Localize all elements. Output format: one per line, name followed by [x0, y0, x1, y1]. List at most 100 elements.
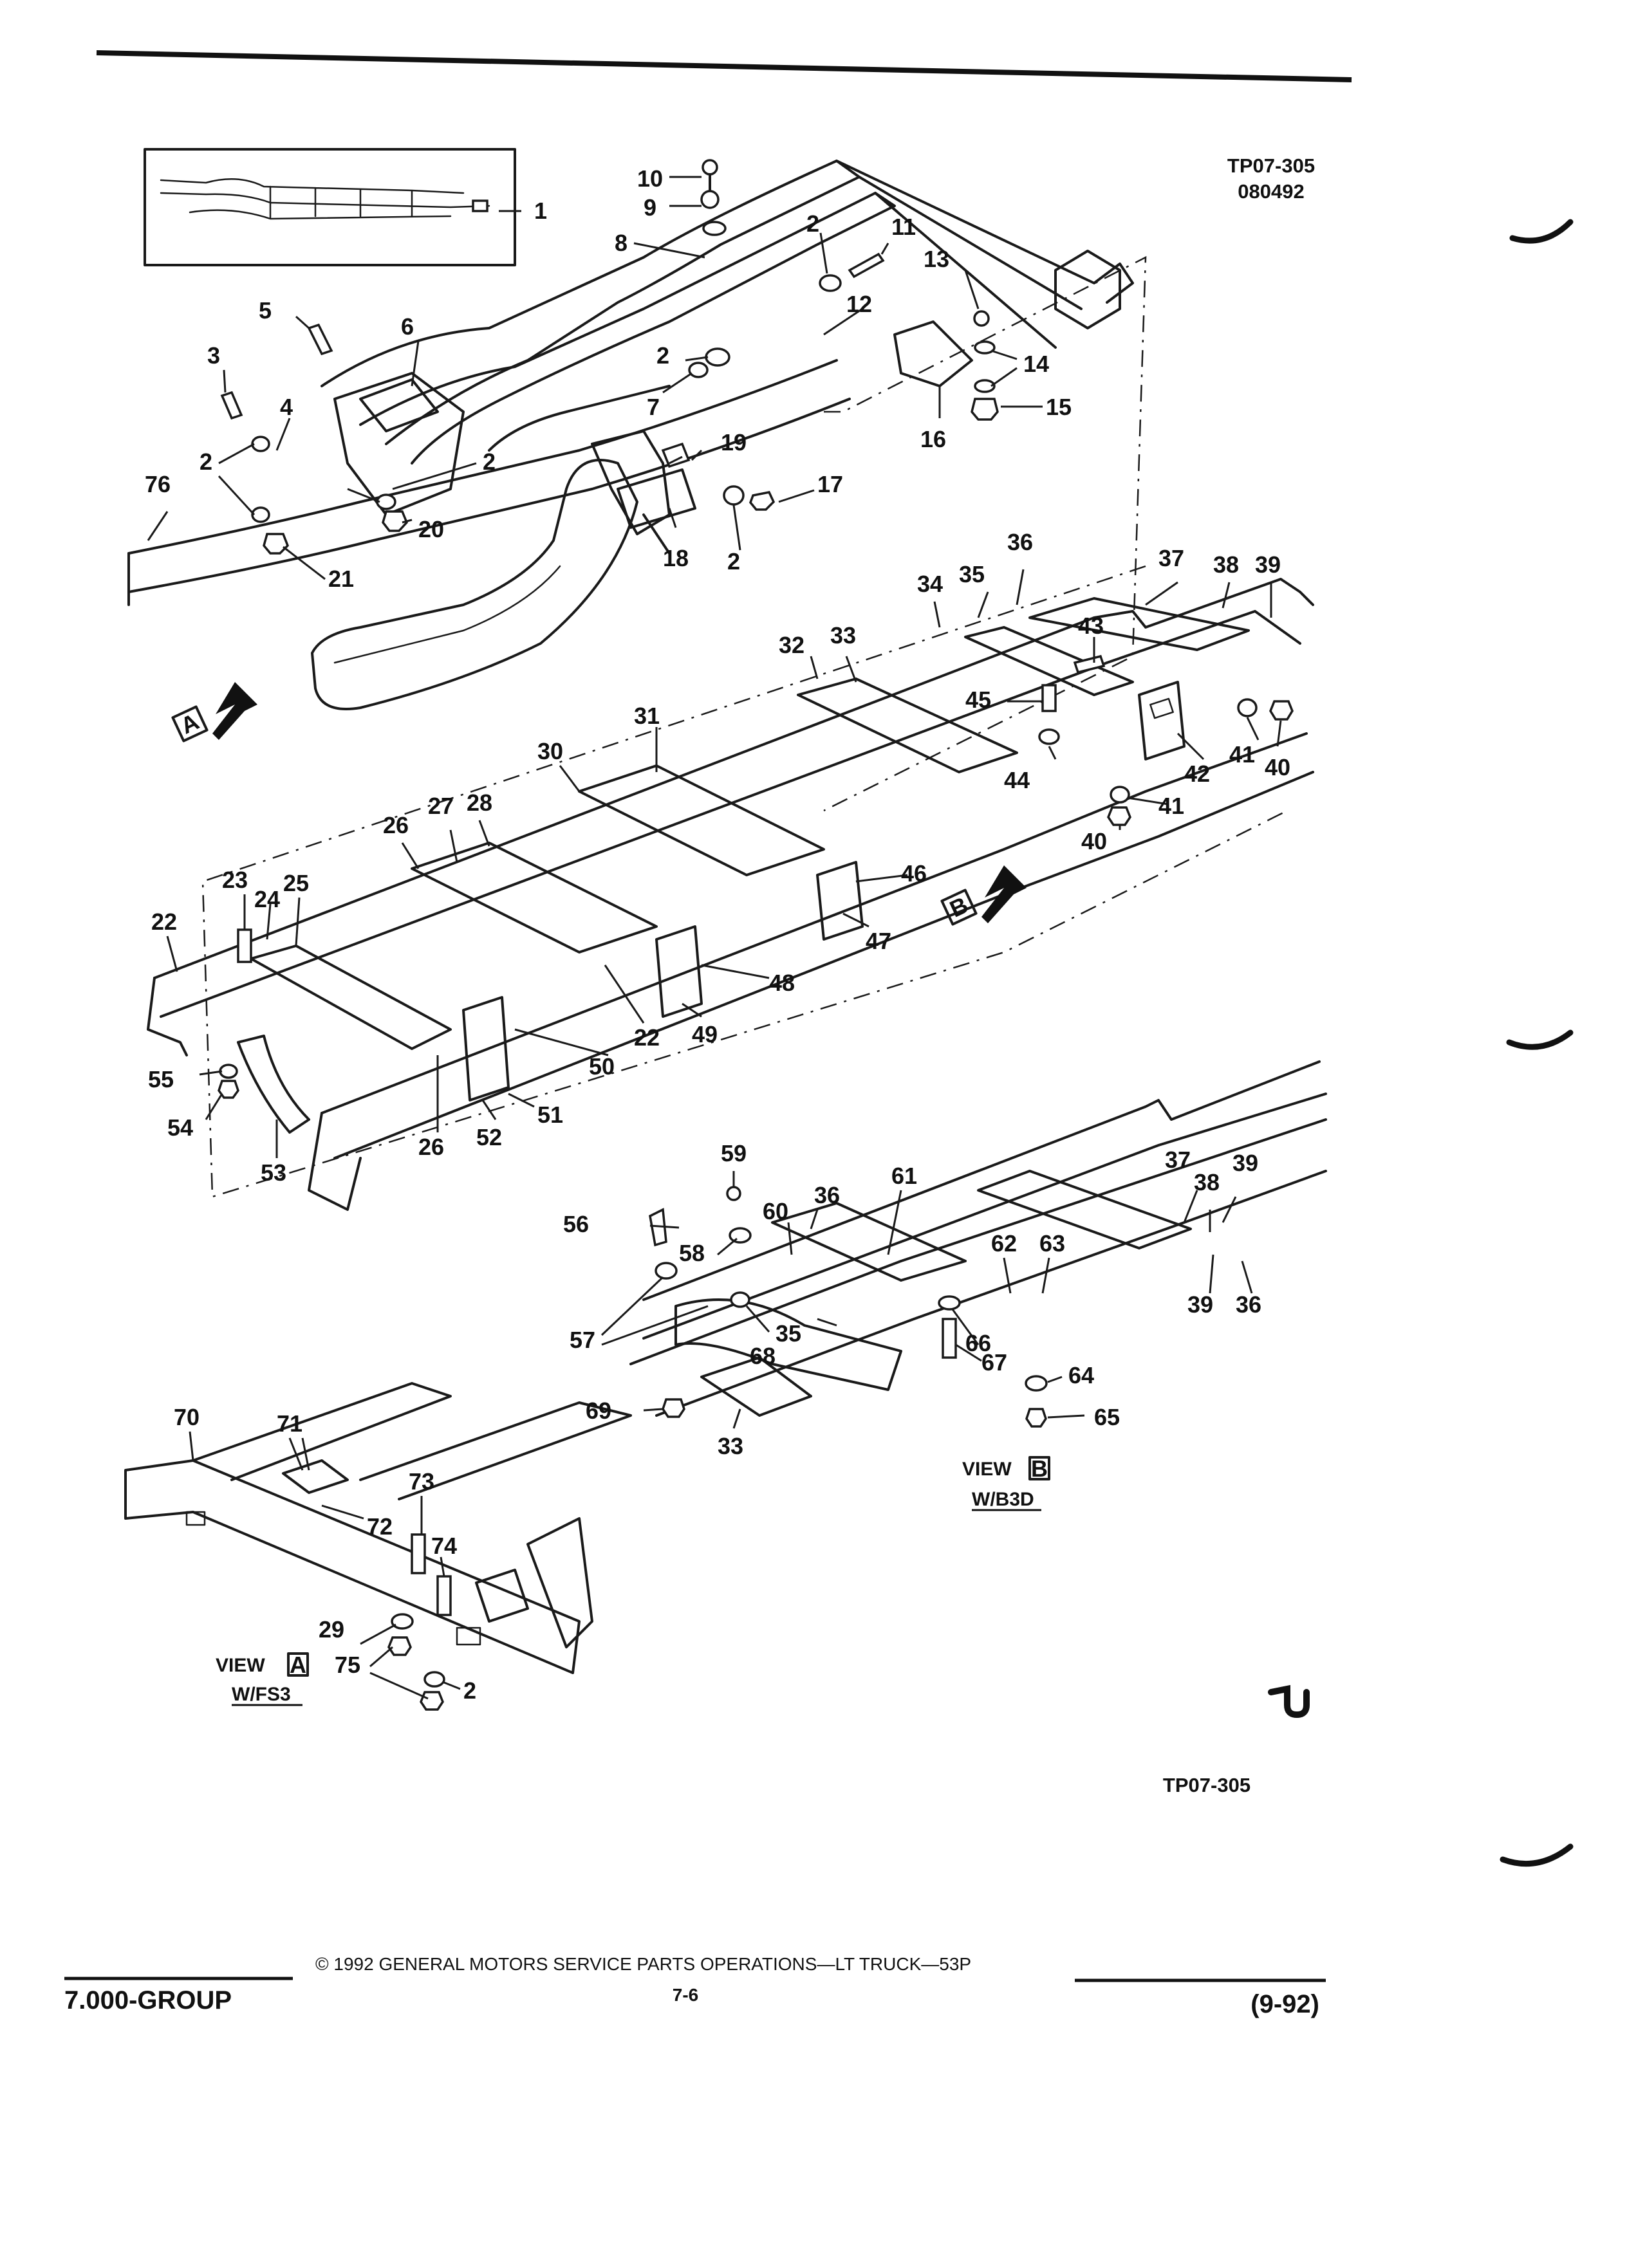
view-b-crossmember-61: [771, 1202, 967, 1282]
callout-27: 27: [428, 793, 454, 819]
nut-17: [749, 491, 776, 511]
binding-mark-middle: [1506, 1029, 1574, 1050]
nut-69: [662, 1398, 685, 1418]
callout-7: 7: [647, 394, 660, 420]
bushing-19: [661, 442, 691, 468]
crossmember-33: [797, 678, 1018, 773]
callout-11: 11: [891, 214, 916, 240]
washer-41a: [1237, 698, 1258, 717]
view-b-crossmember-37: [977, 1170, 1192, 1249]
bolt-43: [1073, 654, 1106, 674]
view-b-rail-bottom: [642, 1093, 1327, 1340]
callout-50: 50: [589, 1053, 615, 1080]
bolt-5: [307, 323, 333, 356]
view-a-square-hole: [456, 1627, 481, 1646]
callout-69: 69: [586, 1397, 611, 1424]
bumper-inner-line: [333, 565, 561, 664]
callout-22-mid: 22: [634, 1024, 660, 1051]
callout-1: 1: [534, 198, 547, 224]
callout-55: 55: [148, 1066, 174, 1093]
view-a-leaders: [189, 1431, 461, 1700]
callout-45: 45: [965, 687, 991, 713]
callout-76: 76: [145, 471, 171, 497]
callout-61: 61: [891, 1163, 917, 1189]
cushion-2b: [705, 347, 730, 367]
view-b-detail: [600, 1060, 1327, 1480]
callout-9: 9: [644, 194, 656, 221]
spring-bracket-18: [617, 468, 696, 555]
bolt-3: [220, 391, 243, 420]
bracket-51: [462, 996, 510, 1102]
top-rule: [96, 50, 1352, 82]
callout-43: 43: [1078, 613, 1104, 639]
middle-dash-enclosure: [201, 565, 1288, 1198]
callout-52: 52: [476, 1124, 502, 1150]
rear-crossmember-16: [893, 320, 973, 387]
callout-48: 48: [769, 970, 795, 996]
callout-38-view-b: 38: [1194, 1169, 1220, 1195]
callout-53: 53: [261, 1159, 286, 1186]
view-a-letter: A: [290, 1652, 306, 1678]
middle-rail-left-top: [153, 578, 1314, 979]
bracket-42-slot: [1149, 697, 1174, 719]
callout-63: 63: [1039, 1230, 1065, 1257]
callout-26-top: 26: [383, 812, 409, 838]
callout-72: 72: [367, 1513, 393, 1540]
nut-54: [218, 1080, 239, 1099]
washer-2c: [251, 436, 270, 452]
bracket-42: [1138, 681, 1185, 761]
callout-22-left: 22: [151, 908, 177, 935]
callout-39-mid: 39: [1255, 551, 1281, 578]
callout-2-right: 2: [483, 448, 496, 475]
binding-mark-bottom: [1500, 1843, 1574, 1867]
bolt-67: [942, 1318, 957, 1359]
callout-17: 17: [817, 471, 843, 497]
washer-57: [655, 1262, 678, 1280]
callout-40-lower: 40: [1081, 828, 1107, 854]
middle-rail-left-bottom: [160, 610, 1301, 1018]
nut-2h: [420, 1691, 444, 1711]
callout-33-mid: 33: [830, 622, 856, 649]
inset-frame-tip: [472, 199, 488, 212]
spacer-7: [688, 362, 709, 378]
callout-4: 4: [280, 394, 293, 420]
callout-19: 19: [721, 429, 747, 456]
crossmember-28: [411, 842, 658, 954]
nut-15: [971, 398, 999, 421]
view-a-detail: [124, 1382, 632, 1711]
bracket-6: [359, 378, 439, 432]
footer-date: (9-92): [1250, 1990, 1319, 2018]
inset-frame-box: [144, 148, 516, 266]
nut-20: [382, 510, 409, 532]
view-b-crossmember-35: [674, 1298, 902, 1391]
callout-37-view-b: 37: [1165, 1147, 1191, 1173]
callout-29: 29: [319, 1616, 344, 1643]
publisher-mark: [1268, 1684, 1310, 1719]
callout-56: 56: [563, 1211, 589, 1237]
figure-ref-date: 080492: [1238, 180, 1304, 203]
view-a-rail-front: [124, 1459, 581, 1674]
callout-73: 73: [409, 1468, 434, 1495]
view-b-marker: B: [940, 865, 1027, 926]
washer-29: [391, 1613, 414, 1630]
view-a-label: VIEW: [216, 1655, 265, 1676]
washer-2e: [376, 493, 396, 510]
callout-31: 31: [634, 703, 660, 729]
bolt-74: [436, 1575, 452, 1616]
washer-9: [700, 190, 720, 209]
callout-41-right: 41: [1229, 741, 1255, 768]
washer-44: [1038, 728, 1060, 745]
nut-21: [263, 533, 290, 555]
top-dash-enclosure: [823, 255, 1147, 812]
callout-36-view-b: 36: [814, 1182, 840, 1208]
callout-16: 16: [920, 426, 946, 452]
callout-18: 18: [663, 545, 689, 571]
top-frame-assembly: A: [127, 148, 1147, 812]
cushion-2a: [819, 274, 842, 292]
view-a-rail-back: [192, 1382, 632, 1500]
callout-47: 47: [866, 928, 891, 954]
callout-26-bottom: 26: [418, 1134, 444, 1160]
callout-20: 20: [418, 516, 444, 542]
callout-38-mid: 38: [1213, 551, 1239, 578]
